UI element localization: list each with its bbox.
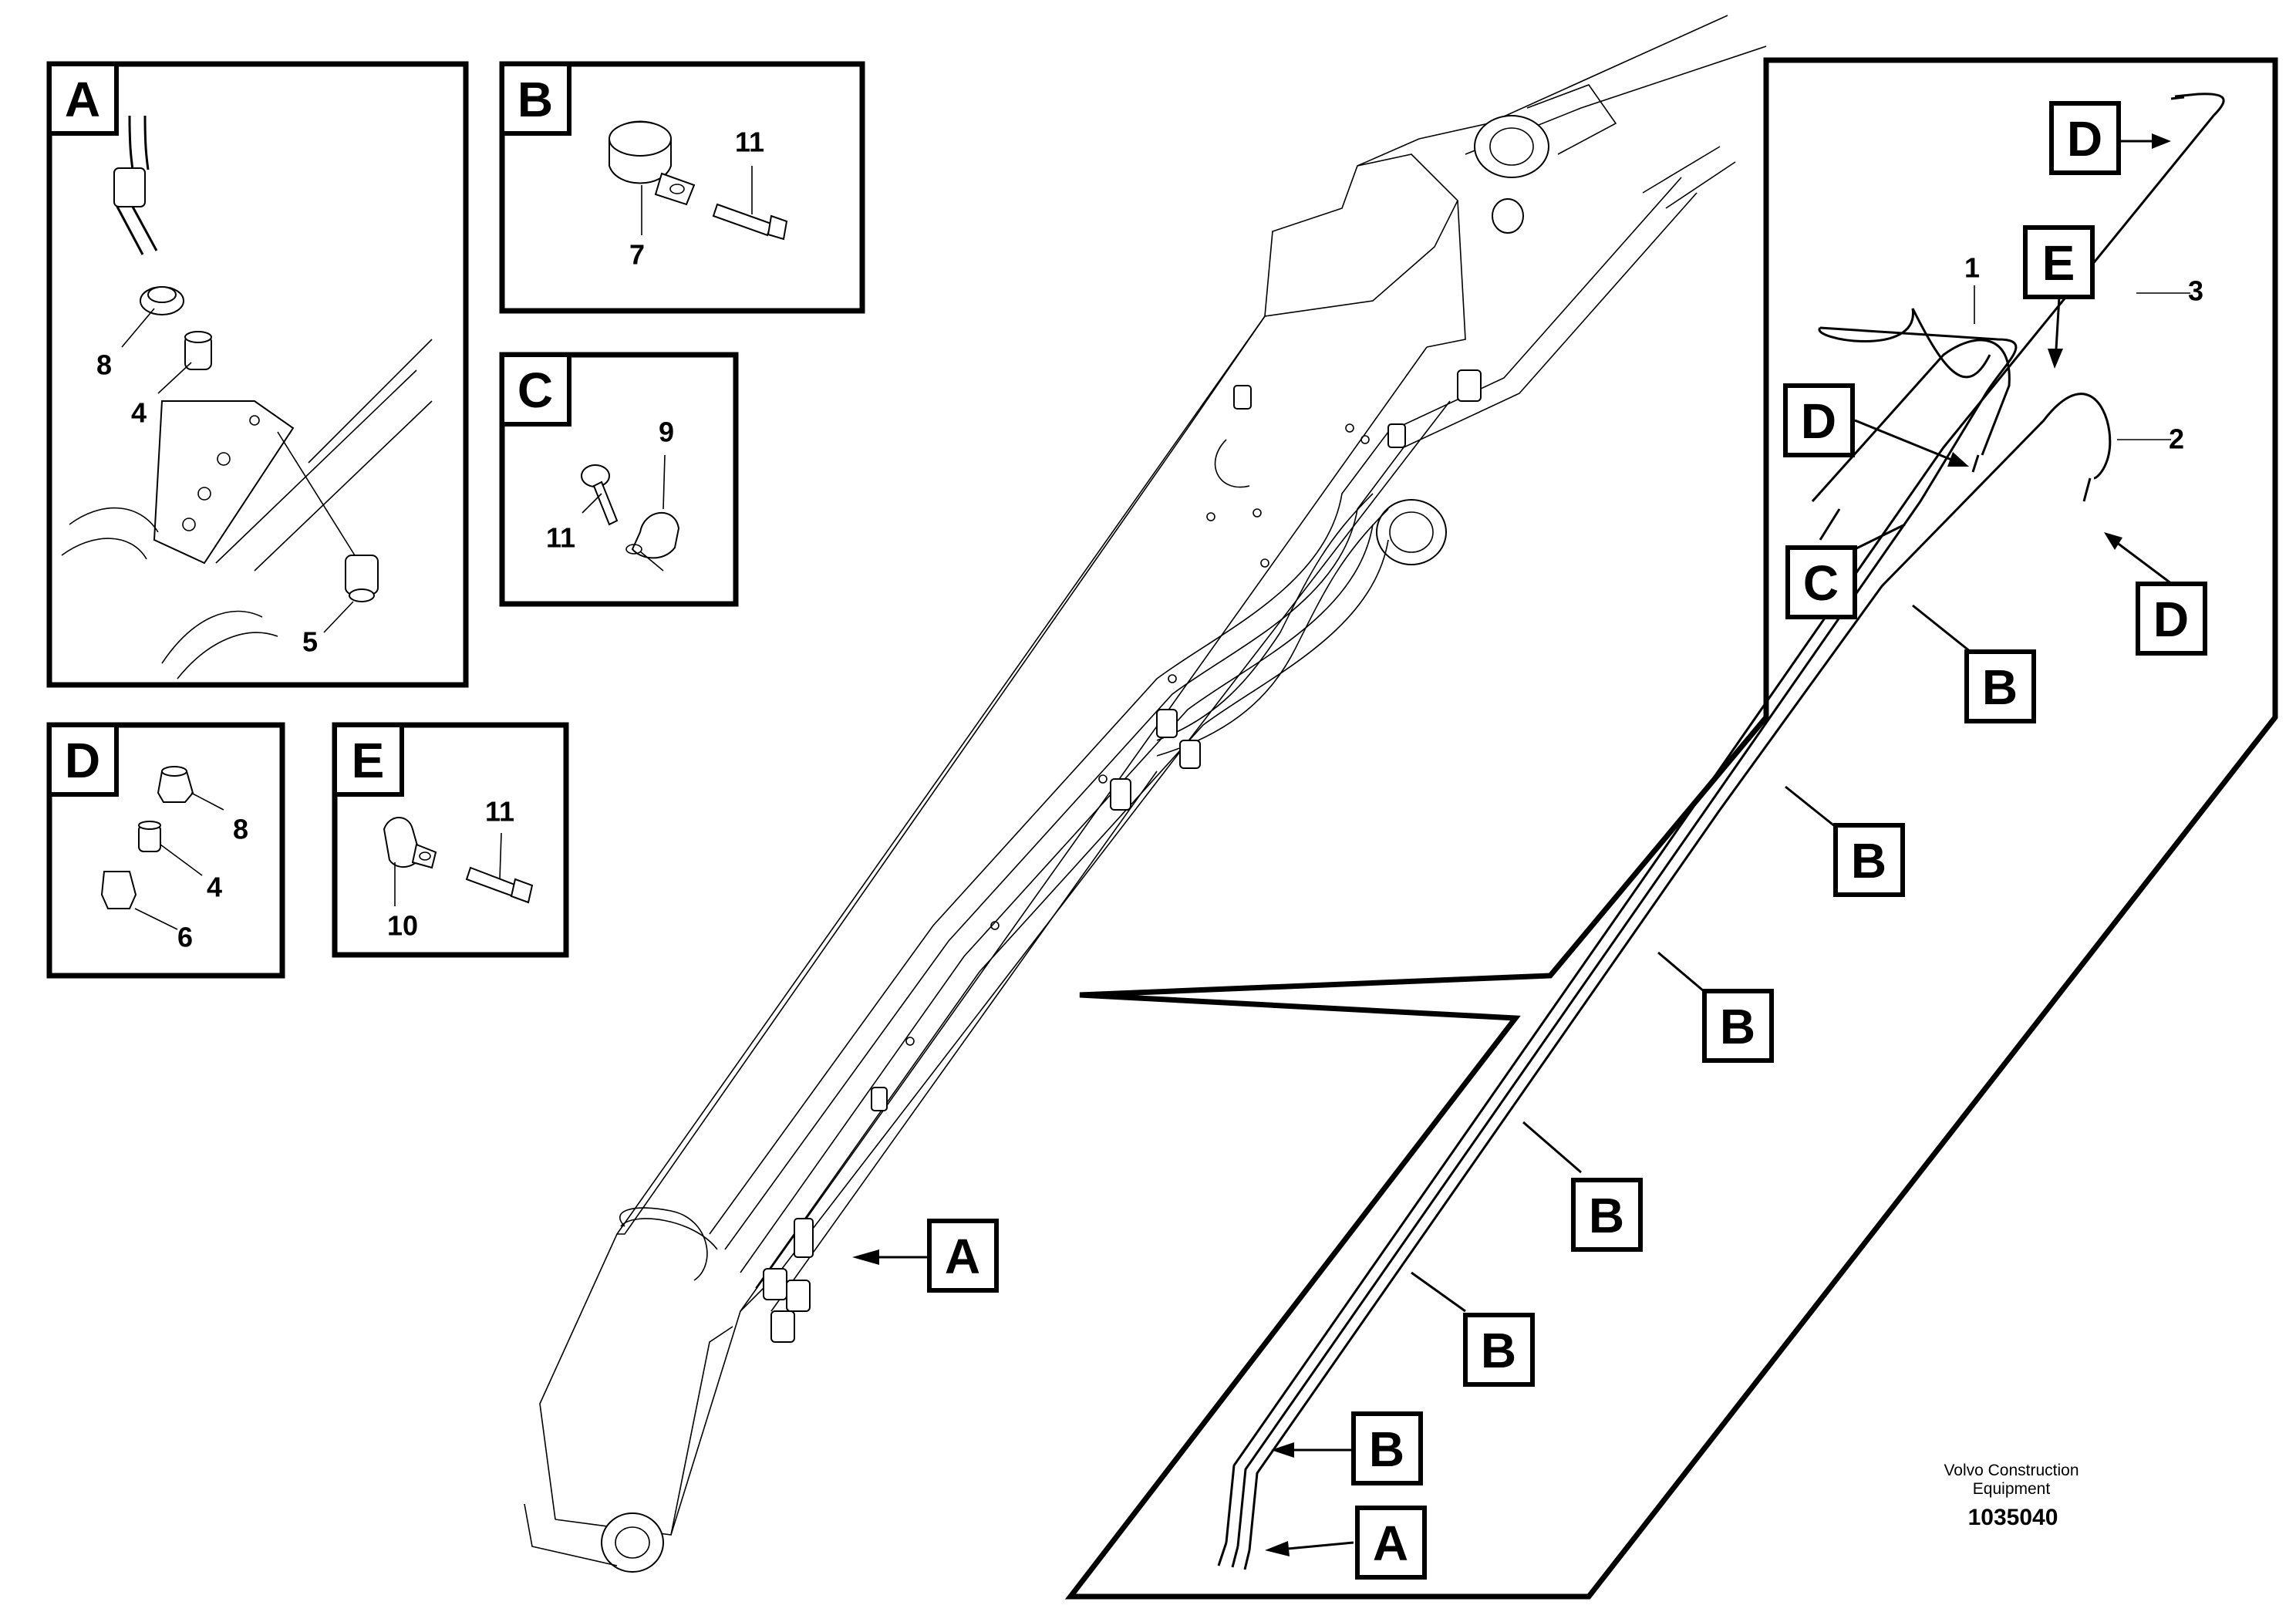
panel-d-drawing: [100, 766, 224, 930]
detail-b3-leader: [1657, 951, 1709, 996]
detail-d-top-box: [2049, 101, 2121, 175]
detail-a-box: [1355, 1506, 1427, 1580]
panel-d-part-4: 4: [207, 872, 222, 903]
detail-panel-c: C 9 11: [499, 352, 739, 607]
detail-hose-drawing: [1217, 93, 2225, 1570]
boom-arm-drawing: [524, 15, 1767, 1573]
panel-e-drawing: [383, 817, 534, 906]
detail-d-top-arrow: [2152, 133, 2171, 149]
detail-d-right-box: [2136, 582, 2207, 656]
detail-d-right-arrow: [2104, 532, 2122, 550]
detail-c-box: [1785, 545, 1857, 619]
panel-a-part-8: 8: [96, 349, 112, 381]
panel-c-part-11: 11: [546, 522, 575, 554]
panel-b-label: B: [518, 72, 553, 127]
detail-d-left-leader: [1854, 419, 1960, 464]
footer-company-line2: Equipment: [1973, 1480, 2051, 1498]
detail-b5-callout: B: [1481, 1323, 1516, 1378]
panel-e-part-10: 10: [387, 910, 418, 942]
panel-d-part-8: 8: [233, 814, 248, 845]
detail-e-box: [2023, 225, 2095, 299]
detail-panel-b: B 11 7: [499, 61, 865, 314]
panel-c-label: C: [518, 363, 553, 418]
detail-b2-callout: B: [1851, 833, 1886, 889]
detail-d-top-callout: D: [2067, 111, 2102, 167]
detail-c-leader: [1854, 523, 1906, 551]
detail-e-callout: E: [2042, 235, 2075, 291]
detail-b4-box: [1571, 1178, 1643, 1252]
panel-c-part-9: 9: [659, 416, 674, 448]
panel-b-label-box: [500, 62, 571, 136]
detail-e-arrow: [2048, 349, 2063, 369]
detail-b4-leader: [1522, 1121, 1582, 1174]
detail-a-callout: A: [1373, 1516, 1408, 1571]
detail-d-left-callout: D: [1801, 393, 1836, 449]
panel-b-part-7: 7: [629, 239, 645, 271]
footer-drawing-number: 1035040: [1968, 1505, 2058, 1530]
detail-b1-callout: B: [1982, 659, 2018, 715]
line-number-1: 1: [1964, 252, 1980, 284]
panel-e-label: E: [352, 733, 385, 788]
panel-c-drawing: [581, 454, 680, 572]
panel-a-part-5: 5: [302, 626, 318, 658]
detail-b3-box: [1702, 989, 1774, 1063]
boom-a-arrow: [852, 1249, 879, 1265]
line-number-3: 3: [2188, 275, 2203, 307]
detail-b6-arrow: [1271, 1442, 1294, 1458]
detail-b6-callout: B: [1369, 1421, 1404, 1477]
detail-c-callout: C: [1803, 555, 1839, 611]
detail-d-right-leader: [2112, 538, 2176, 588]
panel-a-label-box: [47, 62, 119, 136]
footer-company-line1: Volvo Construction: [1944, 1462, 2079, 1479]
boom-a-callout-box: [927, 1219, 999, 1293]
panel-d-label: D: [65, 733, 100, 788]
panel-d-part-6: 6: [177, 922, 193, 953]
panel-b-part-11: 11: [735, 126, 764, 158]
detail-panel-e: E 11 10: [332, 722, 569, 958]
panel-e-part-11: 11: [485, 796, 514, 828]
detail-b5-leader: [1411, 1271, 1466, 1313]
detail-panel-a: A: [46, 61, 469, 688]
detail-panel-d: D 8 4 6: [46, 722, 285, 979]
boom-a-callout: A: [945, 1229, 980, 1284]
detail-b5-box: [1463, 1313, 1535, 1387]
detail-b3-callout: B: [1720, 999, 1755, 1054]
panel-d-label-box: [47, 723, 119, 797]
detail-c-leader-2: [1819, 508, 1841, 541]
detail-b2-box: [1833, 823, 1905, 897]
detail-b1-box: [1964, 649, 2036, 723]
panel-b-drawing: [609, 120, 788, 241]
line-number-2: 2: [2169, 423, 2184, 455]
detail-a-arrow: [1265, 1541, 1290, 1556]
panel-a-part-4: 4: [131, 397, 147, 429]
detail-b6-box: [1351, 1411, 1423, 1485]
panel-e-label-box: [332, 723, 404, 797]
detail-d-left-arrow: [1947, 452, 1969, 467]
panel-c-label-box: [500, 352, 571, 427]
detail-d-right-callout: D: [2153, 592, 2189, 647]
panel-a-drawing: [61, 115, 433, 679]
detail-d-left-box: [1783, 383, 1855, 457]
detail-outline: [1064, 57, 2278, 1600]
panel-a-label: A: [65, 72, 100, 127]
detail-b4-callout: B: [1589, 1188, 1624, 1243]
